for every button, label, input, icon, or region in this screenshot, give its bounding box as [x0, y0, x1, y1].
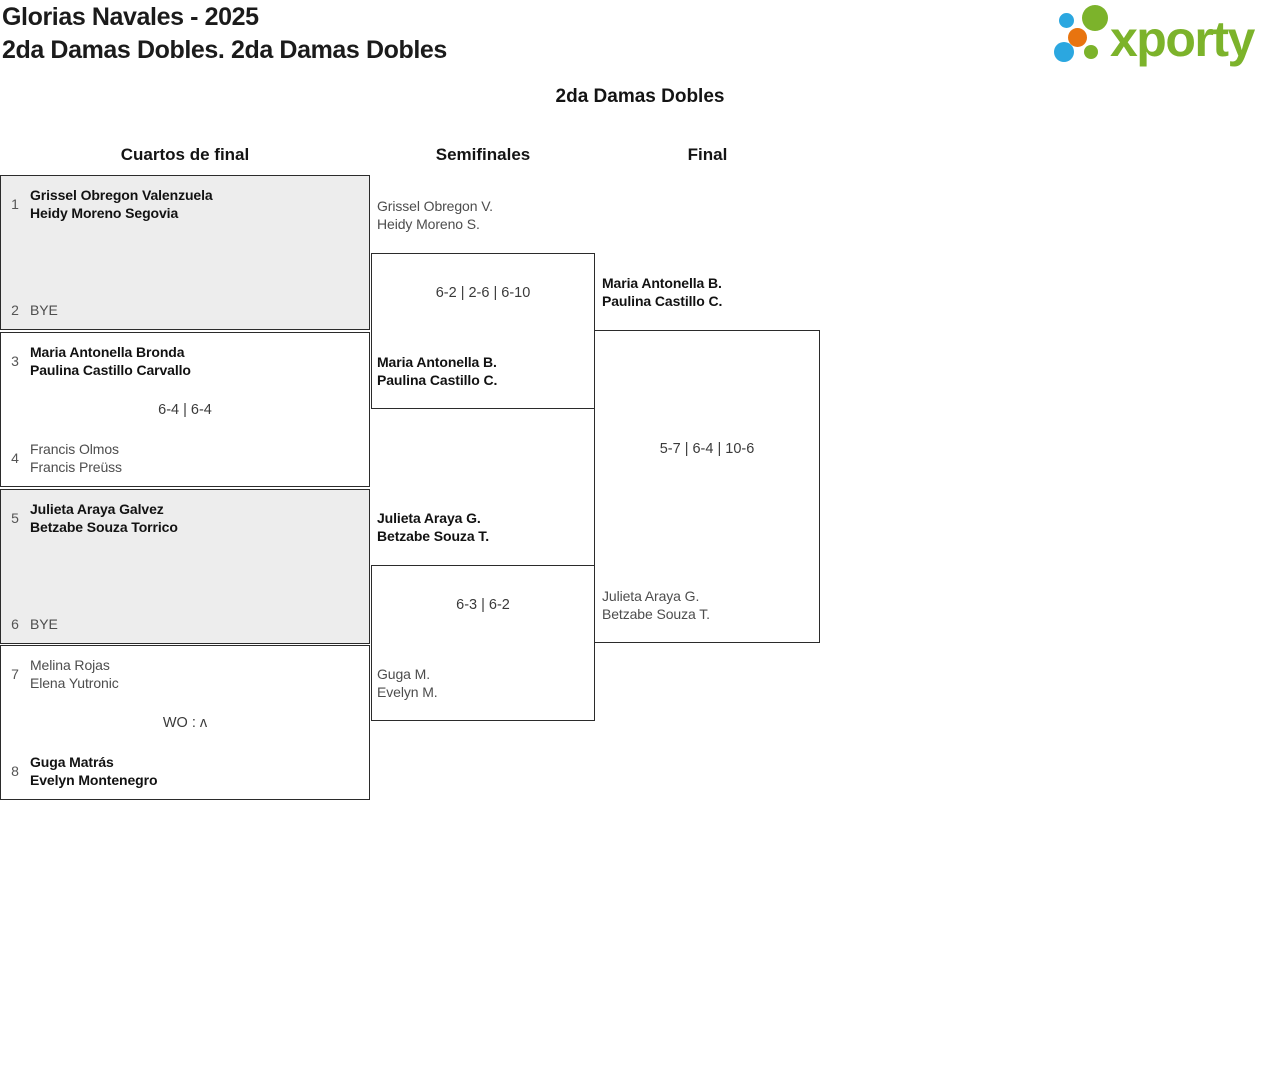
qf3-slot-bottom: 6 BYE [9, 615, 361, 633]
qf-match-2: 3 Maria Antonella Bronda Paulina Castill… [0, 332, 370, 487]
sf1-team-bottom: Maria Antonella B. Paulina Castillo C. [377, 354, 498, 388]
sf1-score: 6-2 | 2-6 | 6-10 [435, 285, 531, 301]
qf2-slot-top: 3 Maria Antonella Bronda Paulina Castill… [9, 343, 361, 379]
logo-dot-green-small-icon [1084, 45, 1098, 59]
final-team-bottom: Julieta Araya G. Betzabe Souza T. [602, 588, 710, 622]
team-name: BYE [30, 616, 58, 632]
logo-dot-green-big-icon [1082, 5, 1108, 31]
sf2-team-top: Julieta Araya G. Betzabe Souza T. [377, 510, 489, 544]
qf-match-3: 5 Julieta Araya Galvez Betzabe Souza Tor… [0, 489, 370, 644]
tournament-title: Glorias Navales - 2025 [2, 3, 259, 31]
team-name: Julieta Araya Galvez Betzabe Souza Torri… [30, 501, 178, 535]
round-header-quarterfinals: Cuartos de final [120, 145, 250, 164]
team-name: Melina Rojas Elena Yutronic [30, 657, 119, 691]
seed-number: 1 [11, 196, 19, 212]
category-title: 2da Damas Dobles. 2da Damas Dobles [2, 36, 447, 64]
logo-dot-blue-small-icon [1059, 13, 1074, 28]
bracket-title: 2da Damas Dobles [555, 86, 725, 107]
qf4-slot-bottom: 8 Guga Matrás Evelyn Montenegro [9, 753, 361, 789]
seed-number: 3 [11, 353, 19, 369]
team-name: Maria Antonella Bronda Paulina Castillo … [30, 344, 191, 378]
logo-wordmark: xporty [1110, 11, 1255, 67]
seed-number: 5 [11, 510, 19, 526]
qf2-slot-bottom: 4 Francis Olmos Francis Preüss [9, 440, 361, 476]
final-match-box [594, 330, 820, 643]
match-score: 6-4 | 6-4 [158, 401, 212, 418]
team-name: Francis Olmos Francis Preüss [30, 441, 122, 475]
sf-match-2-box [371, 565, 595, 721]
qf-match-4: 7 Melina Rojas Elena Yutronic WO : ʌ 8 G… [0, 645, 370, 800]
match-score: WO : ʌ [162, 714, 208, 731]
sf2-team-bottom: Guga M. Evelyn M. [377, 666, 438, 700]
seed-number: 2 [11, 302, 19, 318]
team-name: BYE [30, 302, 58, 318]
round-header-semifinals: Semifinales [435, 145, 531, 164]
qf1-slot-bottom: 2 BYE [9, 301, 361, 319]
seed-number: 6 [11, 616, 19, 632]
qf3-slot-top: 5 Julieta Araya Galvez Betzabe Souza Tor… [9, 500, 361, 536]
team-name: Guga Matrás Evelyn Montenegro [30, 754, 158, 788]
xporty-logo[interactable]: xporty [1045, 0, 1280, 78]
final-team-top: Maria Antonella B. Paulina Castillo C. [602, 275, 723, 309]
qf-match-1: 1 Grissel Obregon Valenzuela Heidy Moren… [0, 175, 370, 330]
sf1-team-top: Grissel Obregon V. Heidy Moreno S. [377, 198, 493, 232]
logo-dot-orange-icon [1068, 28, 1087, 47]
seed-number: 8 [11, 763, 19, 779]
logo-dot-blue-big-icon [1054, 42, 1074, 62]
sf2-score: 6-3 | 6-2 [456, 597, 510, 613]
qf1-slot-top: 1 Grissel Obregon Valenzuela Heidy Moren… [9, 186, 361, 222]
team-name: Grissel Obregon Valenzuela Heidy Moreno … [30, 187, 213, 221]
round-header-final: Final [687, 145, 728, 164]
final-score: 5-7 | 6-4 | 10-6 [659, 441, 755, 457]
seed-number: 4 [11, 450, 19, 466]
seed-number: 7 [11, 666, 19, 682]
qf4-slot-top: 7 Melina Rojas Elena Yutronic [9, 656, 361, 692]
